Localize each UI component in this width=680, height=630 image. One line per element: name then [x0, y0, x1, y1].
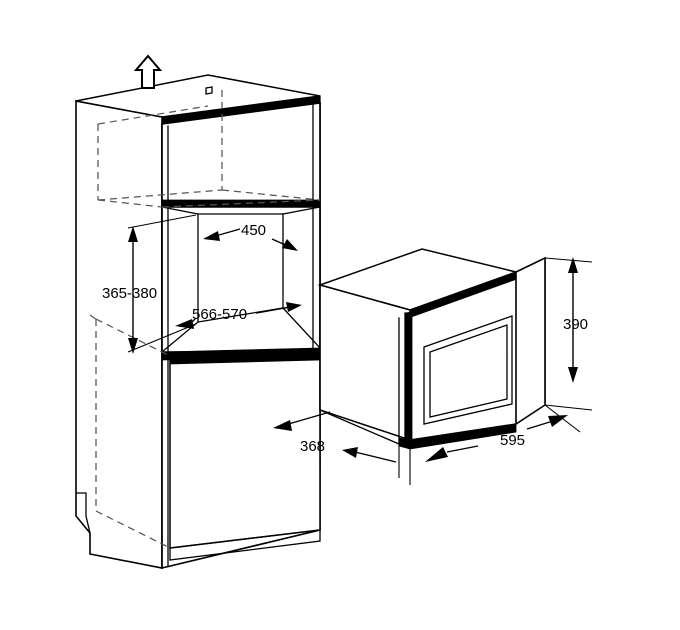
cabinet-left-side-panel: [75, 100, 163, 569]
cabinet-plinth-edge: [169, 529, 321, 561]
oven-assembly: [317, 248, 546, 450]
dim-niche-height-arrow-up: [128, 226, 138, 242]
cabinet-center-stile: [161, 123, 169, 569]
dim-oven-height-arrow-down: [568, 367, 578, 383]
oven-front-flange-right: [515, 256, 546, 426]
dim-niche-height-ext-top: [127, 214, 197, 229]
oven-door-hinge-double-line: [398, 312, 406, 445]
ventilation-arrow-icon: [133, 54, 163, 89]
cabinet-assembly: [75, 54, 321, 570]
dim-niche-height-label: 365-380: [102, 285, 157, 302]
dim-oven-width-line-left: [446, 445, 479, 453]
cabinet-left-plinth-notch: [75, 492, 91, 534]
cabinet-hidden-lines: [89, 90, 321, 549]
dim-niche-height-ext-bottom: [127, 323, 197, 353]
oven-door-window-inner: [429, 324, 508, 418]
dim-niche-width-arrow-right: [286, 302, 302, 312]
hidden-upper-top-left: [97, 105, 209, 125]
cabinet-top-notch: [205, 86, 213, 95]
oven-door-hinge-edge: [404, 311, 413, 443]
dim-oven-depth-line-upper: [284, 411, 331, 426]
oven-bottom-left-diag: [319, 409, 400, 445]
hidden-upper-bottom-right-diag: [221, 189, 321, 201]
niche-inner-right-floor: [282, 307, 321, 349]
hidden-upper-bottom-rear: [97, 189, 223, 201]
dim-oven-depth-line-lower: [354, 451, 397, 463]
dim-niche-width-line-right: [255, 306, 291, 314]
niche-inner-right-top: [282, 206, 321, 215]
dim-niche-width-label: 566-570: [192, 306, 247, 323]
hidden-upper-bottom-front: [161, 199, 321, 208]
hidden-lower-bottom-diag: [95, 510, 171, 549]
dim-oven-width-arrow-right: [548, 415, 568, 427]
dim-oven-width-arrow-left: [425, 447, 448, 462]
hidden-upper-bottom-left-diag: [97, 199, 163, 208]
dim-oven-depth-label: 368: [300, 438, 325, 455]
dim-niche-depth-arrow-right: [282, 239, 298, 251]
oven-dimension-group: 390 368 595: [273, 257, 593, 485]
dim-niche-height-arrow-down: [128, 338, 138, 354]
dim-oven-width-label: 595: [500, 432, 525, 449]
dim-oven-depth-arrow-upper: [273, 420, 292, 431]
dim-oven-height-ext-bottom: [544, 404, 593, 411]
dim-oven-height-arrow-up: [568, 257, 578, 273]
hidden-lower-corner-tick: [89, 314, 101, 323]
cabinet-dimension-group: 365-380 450 566-570: [102, 214, 302, 354]
dim-oven-height-label: 390: [563, 316, 588, 333]
cabinet-lower-door-panel: [169, 351, 321, 549]
dim-oven-depth-arrow-lower: [342, 447, 358, 458]
dim-niche-depth-arrow-left: [203, 231, 220, 241]
dim-niche-width-arrow-left: [175, 319, 194, 329]
dim-niche-depth-label: 450: [241, 222, 266, 239]
dim-oven-width-line-right: [526, 420, 554, 430]
oven-door-window-outer: [423, 315, 513, 425]
dim-oven-height-ext-top: [544, 257, 593, 263]
